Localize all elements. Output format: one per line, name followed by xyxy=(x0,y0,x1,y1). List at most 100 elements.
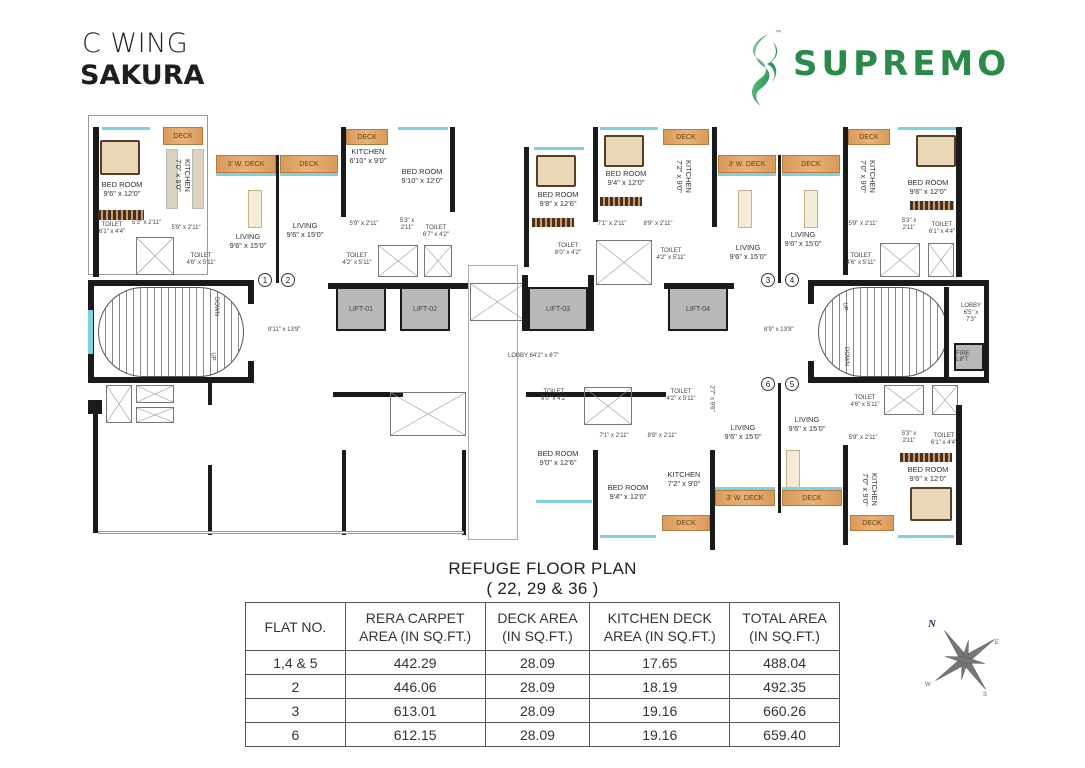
wall xyxy=(984,280,989,383)
wall xyxy=(333,392,403,397)
duct-shaft xyxy=(596,240,652,285)
wall xyxy=(522,275,528,331)
staircase-left xyxy=(98,287,244,377)
wall xyxy=(93,403,98,533)
deck: DECK xyxy=(782,490,842,506)
duct-shaft xyxy=(928,243,954,277)
wall xyxy=(778,155,781,283)
lobby-right-label: 8'9" x 13'9" xyxy=(764,327,794,333)
window xyxy=(600,535,656,538)
passage-label: 8'9" x 2'11" xyxy=(647,433,677,439)
duct-shaft xyxy=(424,245,452,277)
wardrobe-icon xyxy=(900,453,952,462)
sw-deck: 3' W. DECK xyxy=(216,155,276,173)
cell-flat-no: 2 xyxy=(245,674,346,699)
cell-kitchen-deck: 18.19 xyxy=(589,674,731,699)
wall xyxy=(341,127,346,217)
passage-label: 5'9" x 2'11" xyxy=(848,221,878,227)
fire-lobby-label: LOBBY 6'5" x 7'3" xyxy=(960,303,981,323)
window xyxy=(216,173,276,176)
passage-label: 5'3" x 2'11" xyxy=(132,220,162,226)
window xyxy=(898,127,956,130)
deck: DECK xyxy=(663,129,709,145)
passage-label: 7'1" x 2'11" xyxy=(599,433,629,439)
flat-number-6: 6 xyxy=(761,377,775,391)
window xyxy=(782,487,842,490)
wall xyxy=(208,465,212,535)
cell-total-area: 659.40 xyxy=(729,722,840,747)
duct-shaft xyxy=(136,407,174,423)
table-row: 3 613.01 28.09 19.16 660.26 xyxy=(245,698,840,723)
wall xyxy=(342,450,346,535)
wall xyxy=(808,280,814,304)
deck: DECK xyxy=(848,129,890,145)
duct-shaft xyxy=(106,385,132,423)
cell-flat-no: 1,4 & 5 xyxy=(245,650,346,675)
stair-down-label: DOWN xyxy=(213,297,219,316)
table-row: 1,4 & 5 442.29 28.09 17.65 488.04 xyxy=(245,650,840,675)
flat-number-3: 3 xyxy=(761,273,775,287)
passage-label: 8'9" x 2'11" xyxy=(643,221,673,227)
cell-flat-no: 6 xyxy=(245,722,346,747)
lift-02: LIFT-02 xyxy=(400,287,450,331)
wall xyxy=(712,127,717,227)
bed-icon xyxy=(916,135,956,167)
wall xyxy=(593,450,598,550)
wall xyxy=(276,155,279,283)
flat-number-2: 2 xyxy=(281,273,295,287)
wing-label: C WING xyxy=(82,28,189,59)
cell-deck-area: 28.09 xyxy=(484,698,591,723)
wall xyxy=(710,450,715,550)
table-row: 2 446.06 28.09 18.19 492.35 xyxy=(245,674,840,699)
wardrobe-icon xyxy=(532,218,574,227)
passage-label: 7'1" x 2'11" xyxy=(597,221,627,227)
window xyxy=(718,173,776,176)
wardrobe-icon xyxy=(600,197,642,206)
passage-label: 5'3" x 2'11" xyxy=(901,431,917,444)
wall xyxy=(843,445,848,545)
bed-icon xyxy=(100,140,140,175)
cell-deck-area: 28.09 xyxy=(484,722,591,747)
wardrobe-icon xyxy=(98,210,144,220)
passage-label: 5'9" x 2'11" xyxy=(171,225,201,231)
compass-icon xyxy=(935,630,995,690)
duct-shaft xyxy=(136,385,174,403)
cell-rera-carpet: 442.29 xyxy=(344,650,486,675)
wall xyxy=(944,287,949,377)
cell-deck-area: 28.09 xyxy=(484,674,591,699)
cell-rera-carpet: 612.15 xyxy=(344,722,486,747)
window xyxy=(600,127,658,130)
lift-01: LIFT-01 xyxy=(336,287,386,331)
wall xyxy=(248,280,254,304)
brand-name: SUPREMO xyxy=(793,44,1011,84)
col-header-flat-no: FLAT NO. xyxy=(245,602,346,651)
wall xyxy=(956,405,962,545)
cell-total-area: 660.26 xyxy=(729,698,840,723)
lift-04: LIFT-04 xyxy=(668,287,728,331)
compass-rose: N E S W xyxy=(925,618,1005,700)
wall xyxy=(664,283,734,289)
wall xyxy=(843,127,848,275)
window xyxy=(398,127,448,130)
sw-deck: 3' W. DECK xyxy=(715,490,775,506)
flat-number-1: 1 xyxy=(258,273,272,287)
